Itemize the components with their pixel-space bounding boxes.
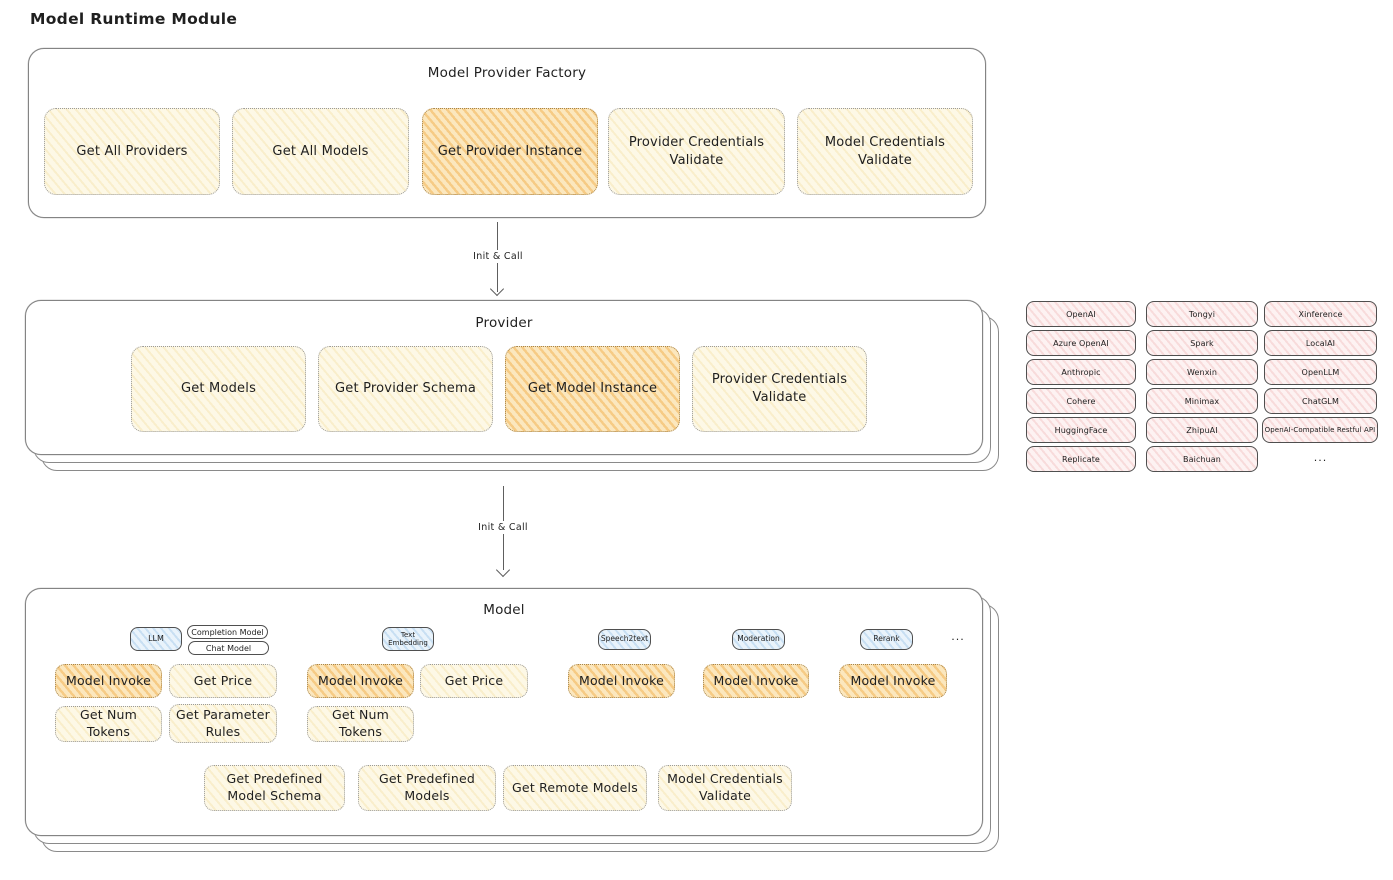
page-title: Model Runtime Module bbox=[30, 10, 238, 28]
model-box: Model LLM Completion Model Chat Model Te… bbox=[25, 588, 983, 836]
rerank-tag: Rerank bbox=[860, 629, 913, 650]
llm-get-num-tokens-button: Get Num Tokens bbox=[55, 706, 162, 742]
provider-pill-huggingface: HuggingFace bbox=[1026, 417, 1136, 443]
init-call-label-2: Init & Call bbox=[473, 521, 533, 534]
provider-pill-chatglm: ChatGLM bbox=[1264, 388, 1377, 414]
model-get-predefined-model-schema-button: Get Predefined Model Schema bbox=[204, 765, 345, 811]
provider-pill-minimax: Minimax bbox=[1146, 388, 1258, 414]
llm-get-price-button: Get Price bbox=[169, 664, 277, 698]
embedding-get-price-button: Get Price bbox=[420, 664, 528, 698]
moderation-model-invoke-button: Model Invoke bbox=[703, 664, 809, 698]
provider-title: Provider bbox=[475, 315, 533, 331]
model-model-credentials-validate-button: Model Credentials Validate bbox=[658, 765, 792, 811]
arrowhead-down-icon-2 bbox=[495, 562, 511, 578]
text-embedding-tag: Text Embedding bbox=[382, 627, 434, 651]
provider-pill-openai-compatible-restful-api: OpenAI-Compatible Restful API bbox=[1262, 417, 1378, 443]
llm-model-invoke-button: Model Invoke bbox=[55, 664, 162, 698]
embedding-model-invoke-button: Model Invoke bbox=[307, 664, 414, 698]
provider-pill-azure-openai: Azure OpenAI bbox=[1026, 330, 1136, 356]
provider-pill-cohere: Cohere bbox=[1026, 388, 1136, 414]
providers-ellipsis: ... bbox=[1313, 451, 1328, 464]
provider-provider-credentials-validate-button: Provider Credentials Validate bbox=[692, 346, 867, 432]
provider-pill-openllm: OpenLLM bbox=[1264, 359, 1377, 385]
model-get-remote-models-button: Get Remote Models bbox=[503, 765, 647, 811]
provider-pill-anthropic: Anthropic bbox=[1026, 359, 1136, 385]
rerank-model-invoke-button: Model Invoke bbox=[839, 664, 947, 698]
provider-box: Provider Get Models Get Provider Schema … bbox=[25, 300, 983, 455]
provider-get-models-button: Get Models bbox=[131, 346, 306, 432]
chat-model-tag: Chat Model bbox=[188, 641, 269, 655]
arrowhead-down-icon bbox=[489, 281, 505, 297]
llm-tag: LLM bbox=[130, 627, 182, 651]
provider-pill-localai: LocalAI bbox=[1264, 330, 1377, 356]
provider-pill-zhipuai: ZhipuAI bbox=[1146, 417, 1258, 443]
llm-get-parameter-rules-button: Get Parameter Rules bbox=[169, 704, 277, 743]
provider-get-provider-schema-button: Get Provider Schema bbox=[318, 346, 493, 432]
factory-get-all-providers-button: Get All Providers bbox=[44, 108, 220, 195]
moderation-tag: Moderation bbox=[732, 629, 785, 650]
factory-provider-credentials-validate-button: Provider Credentials Validate bbox=[608, 108, 785, 195]
provider-pill-tongyi: Tongyi bbox=[1146, 301, 1258, 327]
init-call-label-1: Init & Call bbox=[468, 250, 528, 263]
provider-pill-spark: Spark bbox=[1146, 330, 1258, 356]
provider-get-model-instance-button: Get Model Instance bbox=[505, 346, 680, 432]
model-provider-factory-box: Model Provider Factory Get All Providers… bbox=[28, 48, 986, 218]
factory-model-credentials-validate-button: Model Credentials Validate bbox=[797, 108, 973, 195]
provider-pill-xinference: Xinference bbox=[1264, 301, 1377, 327]
provider-pill-replicate: Replicate bbox=[1026, 446, 1136, 472]
factory-get-provider-instance-button: Get Provider Instance bbox=[422, 108, 598, 195]
speech2text-tag: Speech2text bbox=[598, 629, 651, 650]
model-tags-ellipsis: ... bbox=[951, 630, 965, 643]
provider-pill-baichuan: Baichuan bbox=[1146, 446, 1258, 472]
factory-title: Model Provider Factory bbox=[427, 65, 587, 81]
embedding-get-num-tokens-button: Get Num Tokens bbox=[307, 706, 414, 742]
model-title: Model bbox=[483, 602, 525, 618]
factory-get-all-models-button: Get All Models bbox=[232, 108, 409, 195]
provider-pill-openai: OpenAI bbox=[1026, 301, 1136, 327]
provider-pill-wenxin: Wenxin bbox=[1146, 359, 1258, 385]
completion-model-tag: Completion Model bbox=[187, 625, 268, 639]
speech2text-model-invoke-button: Model Invoke bbox=[568, 664, 675, 698]
model-get-predefined-models-button: Get Predefined Models bbox=[358, 765, 496, 811]
